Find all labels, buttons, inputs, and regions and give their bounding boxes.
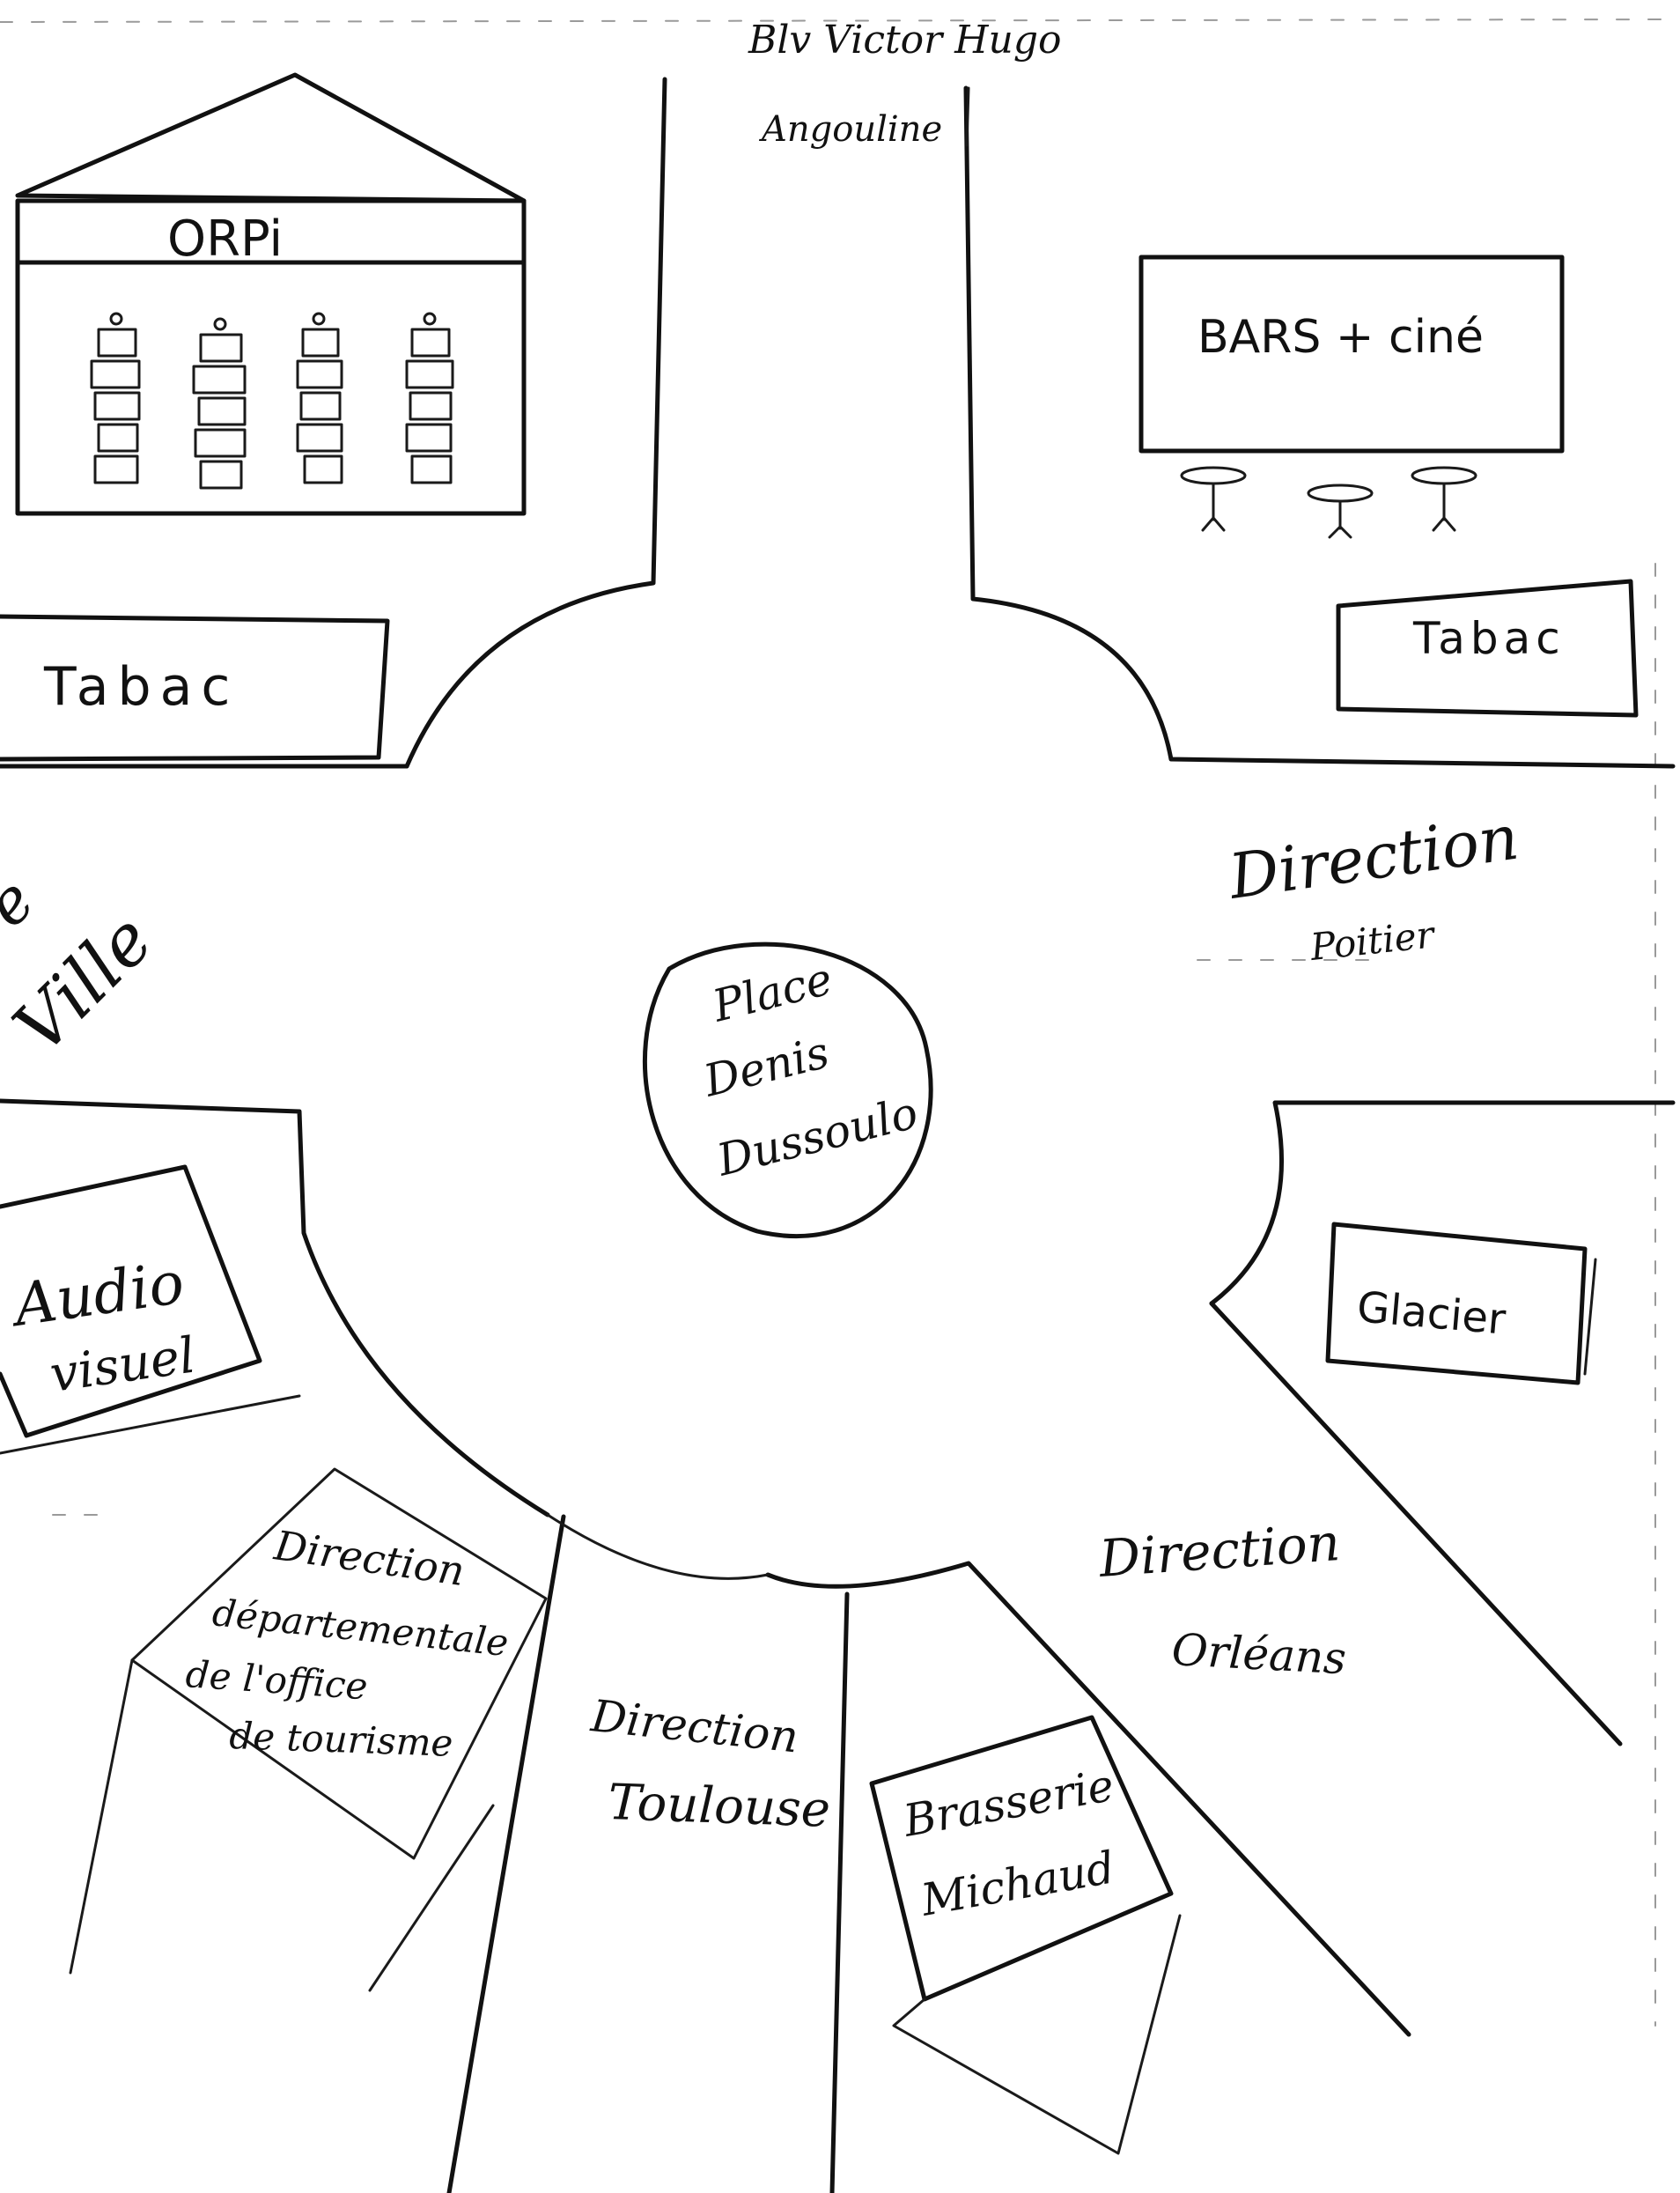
office-tourisme-line4: de tourisme (229, 1714, 454, 1765)
audiovisuel-line2: visuel (47, 1326, 199, 1403)
road-outlines (0, 77, 1676, 2193)
direction-orleans-line1: Direction (1096, 1512, 1342, 1589)
direction-orleans-line2: Orléans (1170, 1624, 1347, 1684)
direction-orleans: Direction Orléans (1096, 1512, 1347, 1684)
direction-poitier: Direction Poitier (1223, 801, 1523, 969)
audiovisuel-line1: Audio (5, 1249, 188, 1340)
center-label-line3: Dussoulo (711, 1087, 923, 1186)
brasserie-line2: Michaud (917, 1842, 1118, 1926)
direction-toulouse-line2: Toulouse (608, 1774, 831, 1839)
bars-cine-label: BARS + ciné (1197, 311, 1484, 364)
office-tourisme: Direction départementale de l'office de … (69, 1467, 548, 1992)
brasserie-michaud: Brasserie Michaud (869, 1715, 1182, 2155)
direction-centre-ville: re Ville (0, 864, 168, 1068)
center-label-line1: Place (707, 953, 837, 1032)
direction-poitier-line1: Direction (1223, 801, 1523, 913)
brasserie-line1: Brasserie (899, 1760, 1117, 1847)
bars-cine: BARS + ciné (1138, 255, 1565, 539)
scan-noise (0, 18, 1674, 2027)
direction-toulouse-line1: Direction (588, 1690, 801, 1762)
orpi-label: ORPi (167, 210, 283, 268)
direction-poitier-line2: Poitier (1308, 912, 1439, 969)
glacier-label: Glacier (1355, 1282, 1507, 1345)
orpi-building: ORPi (15, 72, 527, 516)
classical-building-icon (15, 72, 527, 516)
tabac-left: Tabac (0, 614, 390, 762)
office-tourisme-line2: départementale (210, 1591, 511, 1665)
tabac-right-label: Tabac (1412, 613, 1566, 664)
bistro-table-icon (1180, 466, 1477, 539)
street-town: Angouline (758, 109, 942, 150)
place-denis-dussoulo-island: Place Denis Dussoulo (643, 941, 933, 1238)
street-label: Blv Victor Hugo Angouline (748, 18, 1062, 150)
audiovisuel: Audio visuel (0, 1164, 301, 1455)
office-tourisme-line3: de l'office (184, 1652, 369, 1708)
tabac-right: Tabac (1336, 579, 1639, 718)
tabac-left-label: Tabac (43, 656, 239, 718)
direction-toulouse: Direction Toulouse (588, 1690, 831, 1839)
center-label-line2: Denis (698, 1027, 834, 1107)
street-name: Blv Victor Hugo (748, 18, 1062, 63)
glacier: Glacier (1325, 1222, 1597, 1385)
centre-ville-fragment-1: re (0, 864, 48, 962)
